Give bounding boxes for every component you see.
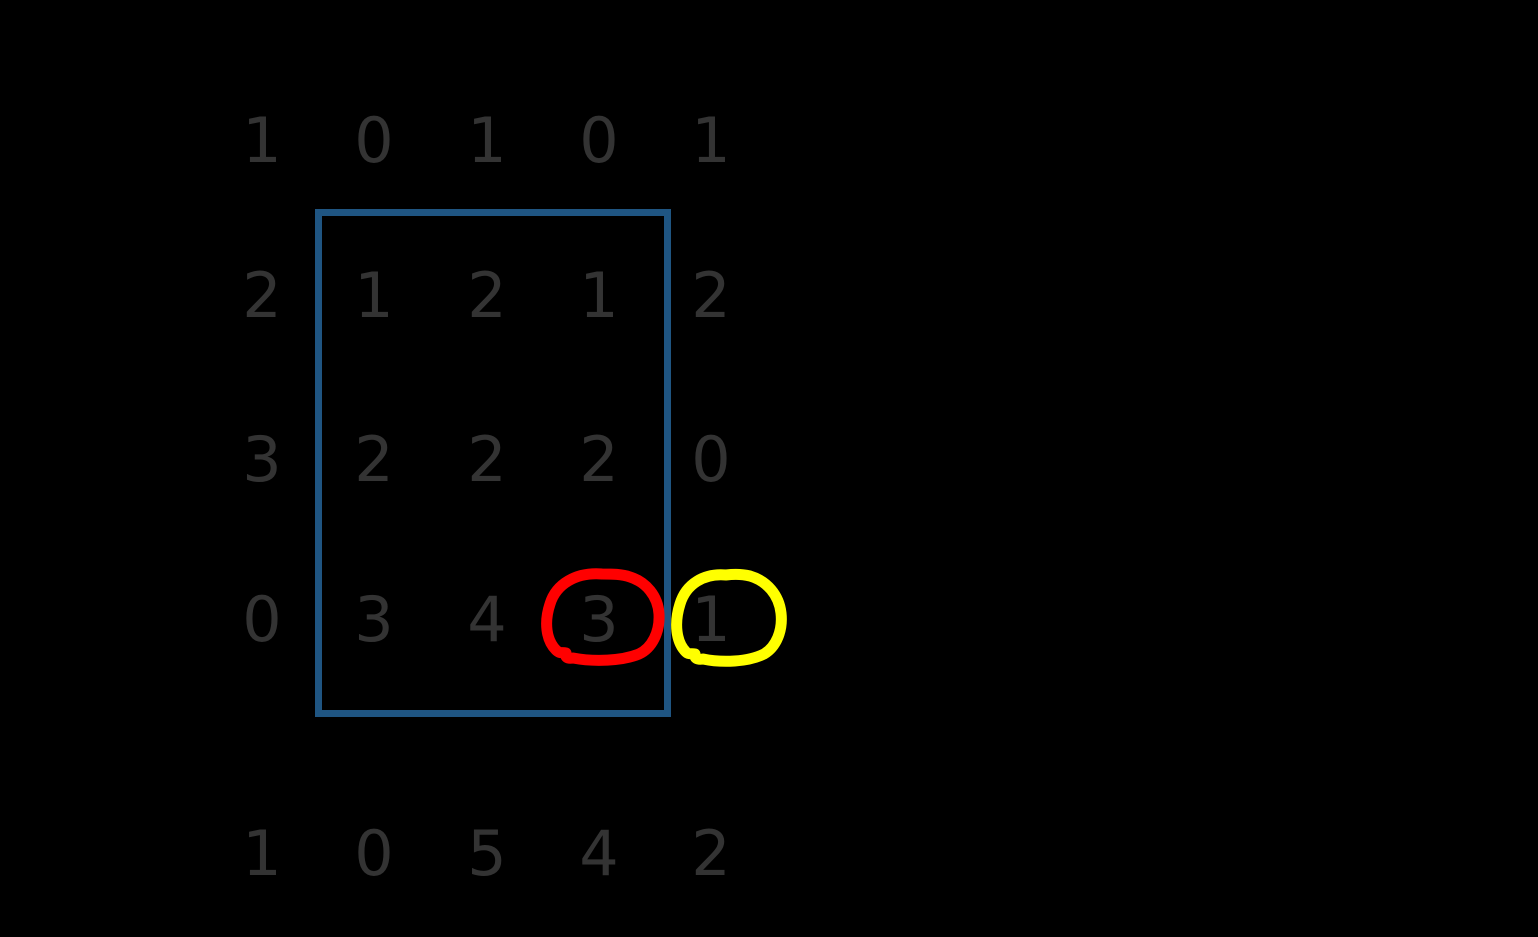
inner-cell-0-0: 1 — [354, 259, 394, 332]
footer-cell-4: 2 — [691, 817, 731, 890]
footer-cell-0: 1 — [242, 817, 282, 890]
header-cell-1: 0 — [354, 104, 394, 177]
row-label-0: 2 — [242, 259, 282, 332]
inner-cell-2-1: 4 — [467, 583, 507, 656]
row-right-2: 1 — [691, 583, 731, 656]
header-cell-2: 1 — [467, 104, 507, 177]
footer-cell-1: 0 — [354, 817, 394, 890]
header-cell-4: 1 — [691, 104, 731, 177]
footer-cell-3: 4 — [579, 817, 619, 890]
row-right-1: 0 — [691, 423, 731, 496]
row-label-1: 3 — [242, 423, 282, 496]
row-right-0: 2 — [691, 259, 731, 332]
inner-cell-0-1: 2 — [467, 259, 507, 332]
inner-cell-0-2: 1 — [579, 259, 619, 332]
row-label-2: 0 — [242, 583, 282, 656]
header-cell-3: 0 — [579, 104, 619, 177]
inner-cell-1-1: 2 — [467, 423, 507, 496]
header-cell-0: 1 — [242, 104, 282, 177]
inner-cell-1-2: 2 — [579, 423, 619, 496]
inner-cell-2-0: 3 — [354, 583, 394, 656]
footer-cell-2: 5 — [467, 817, 507, 890]
inner-cell-2-2: 3 — [579, 583, 619, 656]
inner-cell-1-0: 2 — [354, 423, 394, 496]
